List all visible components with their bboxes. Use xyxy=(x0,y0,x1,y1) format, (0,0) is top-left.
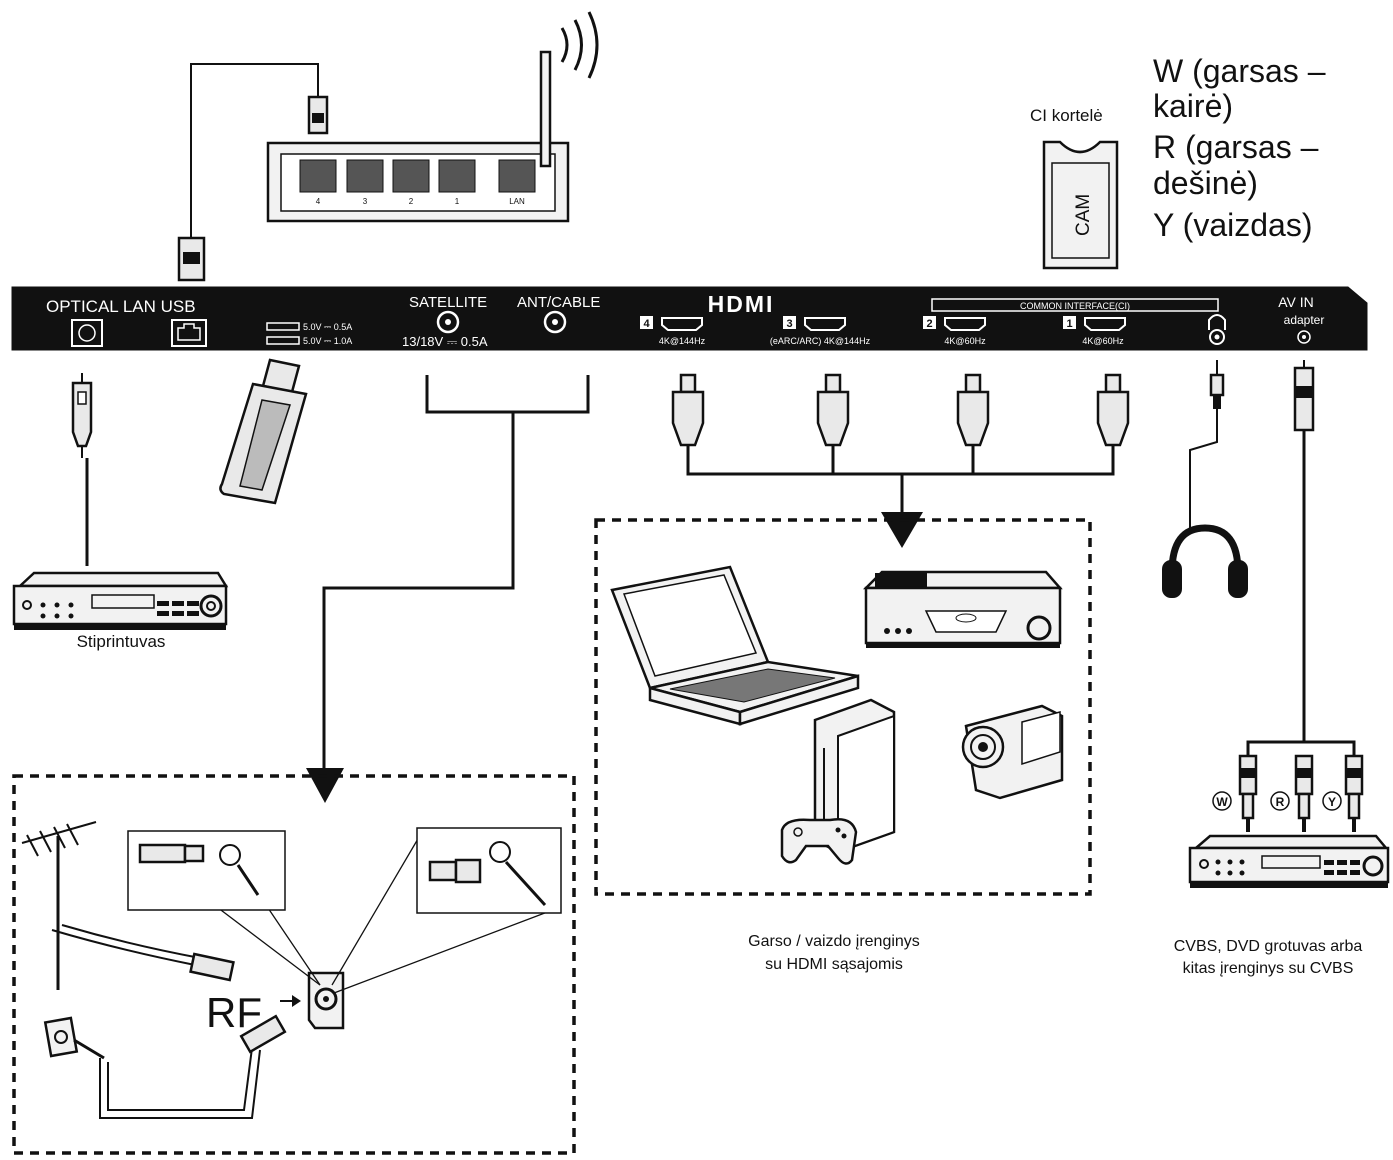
jack-plug-icon xyxy=(1209,373,1225,397)
hdmi-devices-caption-1: Garso / vaizdo įrenginys xyxy=(748,933,920,950)
hdmi-plug-icon xyxy=(671,373,705,447)
cvbs-caption-2: kitas įrenginys su CVBS xyxy=(1183,960,1354,977)
ci-card: CI kortelė CAM xyxy=(1030,106,1119,270)
lan-cable xyxy=(177,63,329,282)
tv-aerial-icon xyxy=(21,821,97,990)
satellite-spec: 13/18V ⎓ 0.5A xyxy=(402,334,488,349)
rca-plug-icon xyxy=(1238,754,1258,832)
ant-cable-label: ANT/CABLE xyxy=(517,294,600,311)
svg-text:4K@60Hz: 4K@60Hz xyxy=(1082,336,1124,346)
tv-back-panel: OPTICAL LAN USB 5.0V ⎓ 0.5A 5.0V ⎓ 1.0A … xyxy=(11,286,1368,351)
usb-spec-1: 5.0V ⎓ 0.5A xyxy=(303,322,352,332)
hdmi-devices-caption-2: su HDMI sąsajomis xyxy=(765,956,903,973)
legend-r-line1: R (garsas – xyxy=(1153,129,1319,165)
svg-text:4: 4 xyxy=(643,318,650,330)
laptop-icon xyxy=(610,565,860,726)
ant-cable-port xyxy=(543,310,567,334)
legend-w-line1: W (garsas – xyxy=(1153,53,1326,89)
usb-spec-2: 5.0V ⎓ 1.0A xyxy=(303,336,352,346)
rca-r-label: R xyxy=(1276,795,1285,809)
optical-lan-usb-label: OPTICAL LAN USB xyxy=(46,297,196,316)
hdmi-plug-icon xyxy=(816,373,850,447)
av-in-port xyxy=(1297,330,1311,344)
headphone-cable xyxy=(1189,360,1225,528)
router-port: 4 xyxy=(299,159,337,206)
hdmi-plug-icon xyxy=(956,373,990,447)
hdmi-port-2: 2 4K@60Hz xyxy=(923,316,986,346)
headphones-icon xyxy=(1162,524,1248,598)
optical-cable xyxy=(71,373,93,566)
dvd-player-icon xyxy=(862,570,1063,648)
hdmi-devices-box xyxy=(594,518,1092,896)
satellite-label: SATELLITE xyxy=(409,294,487,311)
rf-label: RF xyxy=(206,989,262,1036)
svg-text:1: 1 xyxy=(455,197,460,206)
svg-text:3: 3 xyxy=(363,197,368,206)
rca-plug-icon xyxy=(1344,754,1364,832)
ci-card-label: CI kortelė xyxy=(1030,106,1103,125)
router-port: 1 xyxy=(438,159,476,206)
wifi-icon xyxy=(560,11,599,79)
usb-stick-icon xyxy=(219,358,308,505)
av-cable: W R Y xyxy=(1212,360,1364,832)
arrow-down-icon xyxy=(306,768,344,803)
coax-plug-icon xyxy=(239,1014,287,1054)
hdmi-cables xyxy=(671,373,1130,548)
wall-socket-icon xyxy=(43,1016,79,1058)
amplifier-label: Stiprintuvas xyxy=(77,632,166,651)
antenna-icon xyxy=(539,50,552,168)
adapter-label: adapter xyxy=(1284,313,1325,327)
rca-w-label: W xyxy=(1216,795,1228,809)
cvbs-caption-1: CVBS, DVD grotuvas arba xyxy=(1174,938,1363,955)
hdmi-port-3: 3 (eARC/ARC) 4K@144Hz xyxy=(770,316,871,346)
svg-text:2: 2 xyxy=(409,197,414,206)
svg-text:4: 4 xyxy=(316,197,321,206)
router-port: 2 xyxy=(392,159,430,206)
antenna-bracket xyxy=(306,375,590,803)
legend-w-line2: kairė) xyxy=(1153,88,1233,124)
router-port: 3 xyxy=(346,159,384,206)
usb-port xyxy=(266,336,300,345)
antenna-connection-box xyxy=(12,774,576,1155)
amplifier xyxy=(12,571,229,630)
coax-plug-icon xyxy=(189,952,235,982)
cam-label: CAM xyxy=(1073,194,1094,236)
usb-port xyxy=(266,322,300,331)
svg-text:4K@144Hz: 4K@144Hz xyxy=(659,336,706,346)
legend-y-line: Y (vaizdas) xyxy=(1153,207,1312,243)
hdmi-port-1: 1 4K@60Hz xyxy=(1063,316,1126,346)
camcorder-icon xyxy=(961,704,1064,800)
svg-text:LAN: LAN xyxy=(509,197,525,206)
satellite-port xyxy=(436,310,460,334)
hdmi-logo: HDMI xyxy=(708,291,775,317)
common-interface-frame xyxy=(931,298,1219,312)
callout-box xyxy=(127,830,286,911)
router: 4 3 2 1 LAN xyxy=(266,11,599,223)
rca-legend: W (garsas – kairė) R (garsas – dešinė) Y… xyxy=(1153,53,1326,243)
svg-text:3: 3 xyxy=(786,318,792,330)
legend-r-line2: dešinė) xyxy=(1153,165,1258,201)
av-plug-icon xyxy=(1293,366,1315,432)
game-console-icon xyxy=(780,698,896,865)
rca-plug-icon xyxy=(1294,754,1314,832)
svg-text:4K@60Hz: 4K@60Hz xyxy=(944,336,986,346)
svg-text:(eARC/ARC) 4K@144Hz: (eARC/ARC) 4K@144Hz xyxy=(770,336,871,346)
optical-port xyxy=(71,319,103,347)
arrow-down-icon xyxy=(881,512,923,548)
svg-text:1: 1 xyxy=(1066,318,1072,330)
svg-text:2: 2 xyxy=(926,318,932,330)
av-in-label: AV IN xyxy=(1278,294,1314,310)
common-interface-label: COMMON INTERFACE(CI) xyxy=(1020,301,1130,311)
dvd-player-cvbs-icon xyxy=(1188,834,1390,888)
router-lan-port: LAN xyxy=(498,159,536,206)
rca-y-label: Y xyxy=(1328,795,1336,809)
headphone-jack xyxy=(1208,314,1226,345)
lan-port xyxy=(171,319,207,347)
hdmi-port-4: 4 4K@144Hz xyxy=(640,316,706,346)
antenna-scene xyxy=(21,821,562,1119)
hdmi-plug-icon xyxy=(1096,373,1130,447)
